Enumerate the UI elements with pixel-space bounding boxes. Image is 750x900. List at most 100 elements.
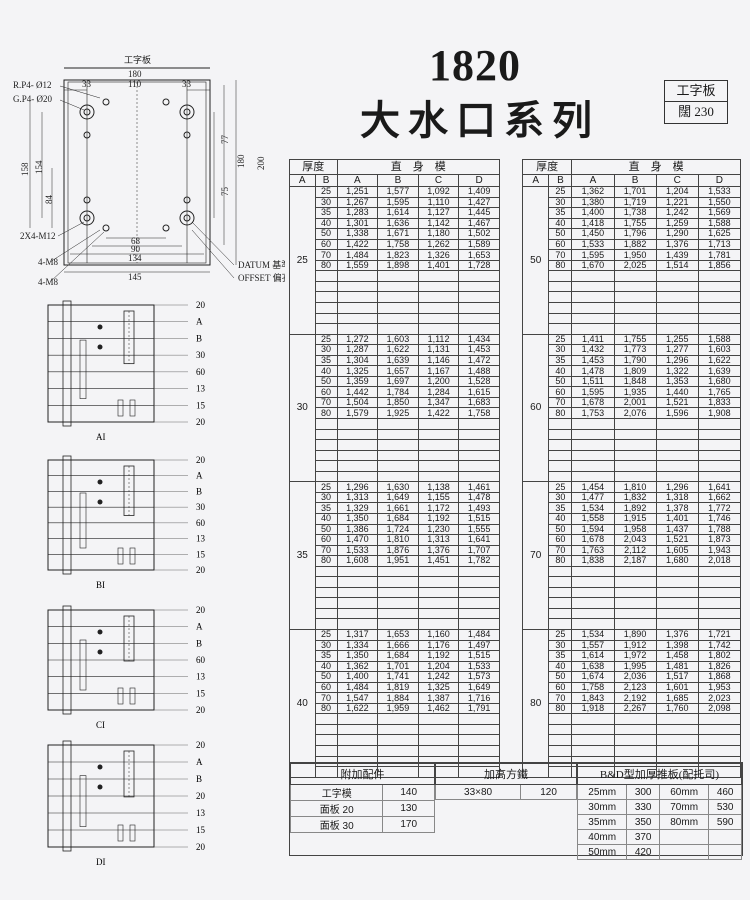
plate-size — [658, 844, 710, 860]
price-cell: 1,155 — [417, 491, 460, 504]
table-row — [523, 302, 742, 314]
price-cell: 1,450 — [571, 228, 615, 240]
section-label: 20 — [196, 605, 206, 615]
price-cell — [336, 745, 379, 757]
price-cell: 1,639 — [697, 365, 742, 377]
price-cell — [417, 723, 460, 736]
price-cell — [417, 302, 460, 314]
plate-size: 50mm — [576, 844, 628, 860]
thickness-b-cell: 25 — [548, 628, 573, 641]
thickness-b-cell — [314, 280, 338, 293]
price-cell: 1,283 — [336, 207, 379, 219]
price-cell — [377, 576, 419, 588]
price-cell: 1,557 — [571, 639, 615, 652]
plan-top-label: 工字板 — [124, 54, 151, 65]
price-cell: 1,284 — [417, 386, 460, 398]
thickness-b-cell: 60 — [548, 238, 573, 251]
price-cell — [458, 576, 500, 588]
price-cell: 1,790 — [613, 354, 657, 367]
price-cell: 1,478 — [571, 365, 615, 377]
table-row — [523, 734, 742, 746]
price-cell — [613, 565, 657, 578]
price-cell — [655, 607, 699, 620]
plate-size: 40mm — [576, 829, 628, 845]
section-label: B — [196, 774, 202, 784]
price-cell: 1,738 — [613, 207, 657, 219]
price-cell — [571, 418, 615, 430]
price-cell — [655, 576, 699, 588]
thickness-b-cell: 80 — [548, 407, 573, 420]
accessory-price: 130 — [382, 800, 435, 817]
price-cell: 1,453 — [458, 344, 500, 356]
thickness-a-cell: 60 — [521, 333, 550, 483]
price-cell: 1,819 — [377, 681, 419, 694]
section-name: BI — [96, 580, 105, 590]
section-label: B — [196, 333, 202, 343]
thickness-b-cell: 70 — [548, 544, 573, 557]
price-cell — [377, 734, 419, 746]
thickness-b-cell — [548, 312, 573, 325]
price-cell — [655, 597, 699, 609]
price-cell — [613, 449, 657, 462]
price-cell — [336, 586, 379, 599]
thickness-a-cell: 80 — [521, 628, 550, 778]
thickness-b-cell: 80 — [314, 702, 338, 715]
price-cell — [458, 723, 500, 736]
price-cell: 1,296 — [655, 481, 699, 493]
price-cell — [458, 745, 500, 757]
price-cell: 1,362 — [571, 186, 615, 198]
price-cell — [613, 280, 657, 293]
price-cell: 1,622 — [336, 702, 379, 715]
thickness-b-cell — [548, 302, 573, 314]
thickness-b-cell: 80 — [548, 702, 573, 715]
section-label: 60 — [196, 367, 206, 377]
thickness-b-cell: 70 — [314, 544, 338, 557]
price-cell: 1,850 — [377, 396, 419, 409]
thickness-a-cell: 30 — [289, 333, 316, 483]
price-cell: 1,555 — [458, 523, 500, 536]
table-row — [290, 586, 500, 599]
price-cell: 1,277 — [655, 344, 699, 356]
price-cell — [571, 565, 615, 578]
price-cell — [458, 565, 500, 578]
price-cell — [697, 439, 742, 451]
dim-180-top: 180 — [128, 69, 142, 79]
thickness-b-cell: 40 — [548, 512, 573, 525]
price-cell: 1,594 — [571, 523, 615, 536]
raise-size: 33×80 — [434, 784, 522, 800]
thickness-b-cell: 60 — [314, 386, 338, 398]
price-cell: 1,470 — [336, 534, 379, 546]
price-cell: 1,657 — [377, 365, 419, 377]
table-row — [290, 270, 500, 282]
price-cell: 1,724 — [377, 523, 419, 536]
table-row — [290, 745, 500, 757]
thickness-b-cell: 30 — [314, 639, 338, 652]
price-cell: 1,596 — [655, 407, 699, 420]
price-cell — [613, 607, 657, 620]
thickness-b-cell — [548, 734, 573, 746]
price-cell — [458, 618, 500, 630]
price-cell — [458, 312, 500, 325]
price-cell: 1,856 — [697, 259, 742, 272]
thickness-b-cell — [314, 576, 338, 588]
price-cell — [458, 586, 500, 599]
price-cell: 1,458 — [655, 650, 699, 662]
price-cell: 1,334 — [336, 639, 379, 652]
thickness-b-cell: 25 — [314, 481, 338, 493]
price-cell — [377, 607, 419, 620]
thickness-b-cell: 40 — [548, 660, 573, 673]
section-label: B — [196, 486, 202, 496]
price-cell — [655, 745, 699, 757]
price-cell: 1,595 — [571, 386, 615, 398]
price-cell — [377, 565, 419, 578]
